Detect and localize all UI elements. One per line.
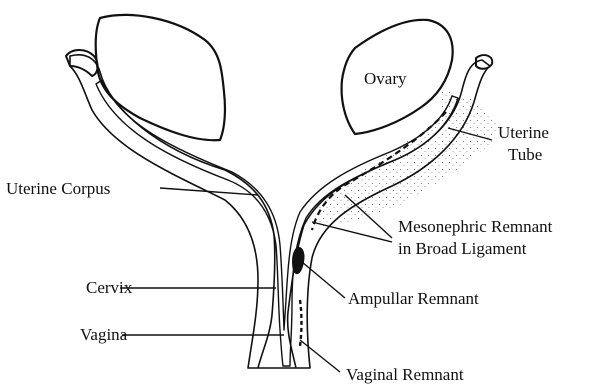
label-mesonephric-line1: Mesonephric Remnant: [398, 217, 553, 236]
label-uterine-tube-line2: Tube: [508, 145, 542, 164]
label-uterine-corpus: Uterine Corpus: [6, 179, 110, 198]
pointer-uterine-corpus: [160, 188, 258, 195]
label-ovary: Ovary: [364, 69, 407, 88]
broad-ligament-shading: [318, 88, 500, 228]
vaginal-remnant-mark: [300, 300, 302, 346]
label-ampullar-remnant: Ampullar Remnant: [348, 289, 479, 308]
label-mesonephric-line2: in Broad Ligament: [398, 239, 527, 258]
label-uterine-tube-line1: Uterine: [498, 123, 549, 142]
label-cervix: Cervix: [86, 278, 133, 297]
left-ovary: [96, 15, 225, 140]
label-vagina: Vagina: [80, 325, 128, 344]
ampullar-remnant: [292, 247, 305, 274]
label-vaginal-remnant: Vaginal Remnant: [346, 365, 464, 384]
